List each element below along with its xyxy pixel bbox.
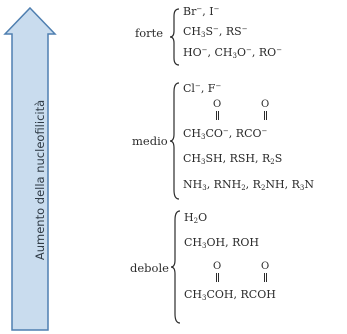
item-forte-halides: Br−, I− <box>183 5 220 18</box>
item-debole-acids: CH3COH, RCOH <box>184 288 276 302</box>
carbonyl-oxygen-acetate: O <box>213 100 221 120</box>
item-medio-carboxylates: CH3CO−, RCO− <box>183 127 268 141</box>
brace-debole <box>170 210 181 324</box>
carbonyl-oxygen-carboxylic-acid: O <box>261 262 269 282</box>
item-medio-halides: Cl−, F− <box>183 82 222 95</box>
nucleophilicity-arrow <box>3 6 57 331</box>
brace-forte <box>169 8 180 66</box>
carbonyl-oxygen-carboxylate: O <box>261 100 269 120</box>
item-debole-alcohols: CH3OH, ROH <box>184 236 259 250</box>
carbonyl-oxygen-acetic-acid: O <box>213 262 221 282</box>
group-label-medio: medio <box>132 134 168 148</box>
item-medio-amines: NH3, RNH2, R2NH, R3N <box>183 178 314 192</box>
brace-medio <box>169 82 180 200</box>
arrow-shape <box>3 6 57 331</box>
axis-label-text: Aumento della nucleofilicità <box>33 99 47 261</box>
item-debole-water: H2O <box>184 211 208 225</box>
item-forte-alkoxides: HO−, CH3O−, RO− <box>183 46 283 60</box>
item-forte-thiolates: CH3S−, RS− <box>183 25 248 39</box>
group-label-forte: forte <box>135 26 164 40</box>
group-label-debole: debole <box>130 261 169 275</box>
item-medio-thiols: CH3SH, RSH, R2S <box>183 152 283 166</box>
